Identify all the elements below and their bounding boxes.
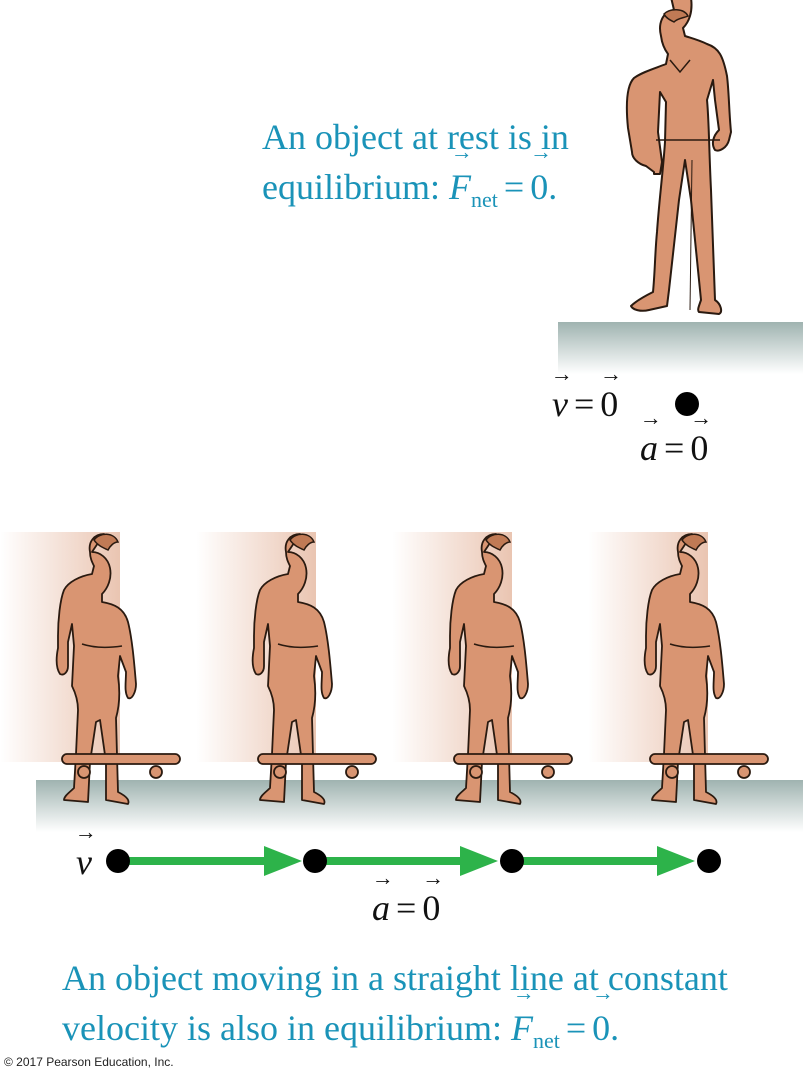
moving-velocity-label: v <box>76 842 92 882</box>
zero-vector: 0 <box>600 384 618 424</box>
equals-sign: = <box>396 888 417 928</box>
f-net-subscript: net <box>470 187 498 212</box>
motion-dot-1 <box>106 849 130 873</box>
equals-sign: = <box>664 428 685 468</box>
zero-vector: 0 <box>530 162 548 212</box>
moving-acceleration-label: a=0 <box>372 888 440 928</box>
f-net-vector: F <box>449 162 471 212</box>
equals-sign: = <box>503 167 525 207</box>
velocity-arrowhead-3 <box>657 846 695 876</box>
velocity-arrows <box>118 846 695 876</box>
caption-period: . <box>548 167 558 207</box>
rest-caption: An object at rest is in equilibrium: Fne… <box>262 112 622 225</box>
rest-acceleration-label: a=0 <box>640 428 708 468</box>
zero-vector: 0 <box>690 428 708 468</box>
copyright-notice: © 2017 Pearson Education, Inc. <box>4 1055 174 1069</box>
moving-caption: An object moving in a straight line at c… <box>62 953 807 1066</box>
velocity-arrowhead-2 <box>460 846 498 876</box>
zero-vector: 0 <box>592 1003 610 1053</box>
velocity-symbol: v <box>552 384 568 424</box>
standing-person <box>625 0 732 315</box>
f-net-vector: F <box>511 1003 533 1053</box>
velocity-symbol: v <box>76 842 92 882</box>
zero-vector: 0 <box>422 888 440 928</box>
equals-sign: = <box>565 1008 587 1048</box>
acceleration-symbol: a <box>372 888 390 928</box>
rest-velocity-label: v=0 <box>552 384 618 424</box>
moving-caption-text: An object moving in a straight line at c… <box>62 958 728 1048</box>
equals-sign: = <box>573 384 595 424</box>
caption-period: . <box>610 1008 620 1048</box>
rest-caption-text: An object at rest is in equilibrium: <box>262 117 569 207</box>
motion-dot-4 <box>697 849 721 873</box>
acceleration-symbol: a <box>640 428 658 468</box>
velocity-arrowhead-1 <box>264 846 302 876</box>
moving-ground <box>36 780 803 832</box>
motion-dot-3 <box>500 849 524 873</box>
motion-dot-2 <box>303 849 327 873</box>
f-net-subscript: net <box>532 1028 560 1053</box>
rest-ground <box>558 322 803 374</box>
